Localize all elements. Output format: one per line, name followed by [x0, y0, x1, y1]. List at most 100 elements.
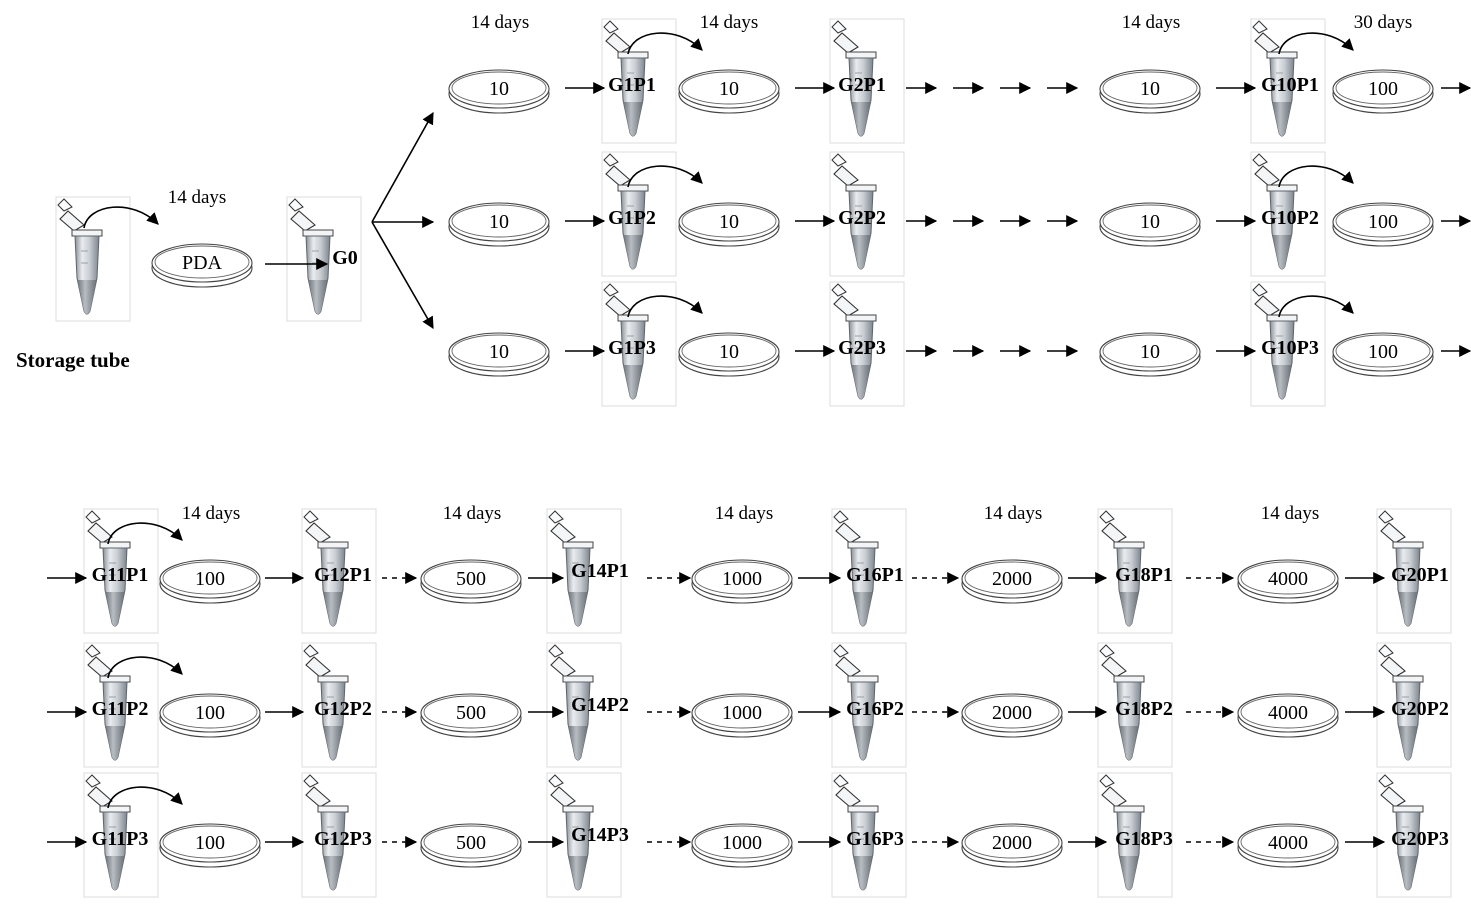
dish-label: 10	[489, 211, 509, 233]
tube-liquid	[1398, 592, 1418, 626]
dish-label: 1000	[722, 832, 762, 854]
tube-frame	[1376, 772, 1452, 898]
dish-lid	[1237, 559, 1339, 599]
tube-g14	[548, 774, 594, 891]
tube-rim	[617, 314, 649, 322]
dish-p1	[448, 332, 550, 377]
tube-liquid	[105, 592, 125, 626]
tube-rim	[1392, 675, 1424, 683]
tube-g12	[303, 774, 349, 891]
dish-lid	[1332, 202, 1434, 242]
dish-lid	[448, 69, 550, 109]
tube-lid	[833, 295, 859, 317]
tube-lid	[550, 522, 576, 544]
dish-1000	[691, 559, 793, 604]
curved-arrow-g10	[1278, 32, 1354, 55]
tube-label-g2: G2P3	[838, 337, 886, 359]
dish-rim	[451, 71, 547, 105]
tube-frame	[83, 772, 159, 898]
tube-rim	[99, 805, 131, 813]
tube-frame	[1376, 642, 1452, 768]
tube-frame	[83, 642, 159, 768]
tube-lid	[1254, 295, 1280, 317]
tube-g11	[85, 510, 131, 627]
dish-rim	[1240, 561, 1336, 595]
dish-lid	[159, 823, 261, 863]
tube-rim	[617, 184, 649, 192]
tube-lid-tab	[603, 153, 619, 167]
tube-frame	[301, 508, 377, 634]
dish-rim	[162, 695, 258, 729]
dish-rim	[1335, 71, 1431, 105]
dish-lid	[151, 243, 253, 283]
dish-lid	[420, 693, 522, 733]
dish-500	[420, 559, 522, 604]
tube-g2	[831, 20, 877, 137]
dish-label: 10	[719, 211, 739, 233]
dish-lid	[691, 693, 793, 733]
tube-rim	[847, 805, 879, 813]
tube-label-g16: G16P2	[846, 698, 904, 720]
tube-lid	[833, 165, 859, 187]
tube-liquid	[1272, 235, 1292, 269]
tube-lid-tab	[1378, 774, 1394, 788]
dish-lid	[159, 693, 261, 733]
dish-500	[420, 823, 522, 868]
tube-liquid	[1398, 856, 1418, 890]
tube-liquid	[853, 856, 873, 890]
dish-rim	[1240, 825, 1336, 859]
tube-lid-tab	[303, 510, 319, 524]
tube-lid-tab	[833, 774, 849, 788]
tube-lid	[605, 295, 631, 317]
tube-lid	[835, 786, 861, 808]
dish-label: 100	[1368, 211, 1398, 233]
tube-frame	[601, 18, 677, 144]
tube-liquid	[1119, 726, 1139, 760]
tube-lid-tab	[548, 510, 564, 524]
tube-g16	[833, 774, 879, 891]
tube-liquid	[77, 280, 97, 314]
dish-label: 10	[489, 78, 509, 100]
tube-rim	[845, 51, 877, 59]
tube-lid	[550, 786, 576, 808]
tube-lid-tab	[303, 644, 319, 658]
storage-tube-label: Storage tube	[16, 348, 130, 372]
dish-rim	[964, 825, 1060, 859]
tube-lid-tab	[831, 20, 847, 34]
tube-label-g16: G16P3	[846, 828, 904, 850]
dish-label: 500	[456, 832, 486, 854]
dish-4000	[1237, 823, 1339, 868]
tube-liquid	[851, 365, 871, 399]
fan-arrow-bottom	[371, 221, 434, 330]
dish-lid	[420, 559, 522, 599]
tube-label-g20: G20P3	[1391, 828, 1449, 850]
dish-label: 100	[195, 702, 225, 724]
dish-rim	[681, 71, 777, 105]
dish-p3	[1099, 69, 1201, 114]
tube-lid	[550, 656, 576, 678]
tube-lid-tab	[1378, 644, 1394, 658]
tube-g11	[85, 644, 131, 761]
tube-frame	[301, 642, 377, 768]
dish-label: 1000	[722, 702, 762, 724]
tube-label-g2: G2P2	[838, 207, 886, 229]
curved-arrow-g11	[107, 656, 183, 679]
dish-500	[420, 693, 522, 738]
dish-lid	[1237, 693, 1339, 733]
dish-rim	[694, 825, 790, 859]
tube-label-g1: G1P1	[608, 74, 656, 96]
tube-label-g10: G10P2	[1261, 207, 1319, 229]
tube-lid-tab	[1252, 283, 1268, 297]
dish-rim	[681, 334, 777, 368]
tube-rim	[1113, 541, 1145, 549]
tube-lid	[305, 786, 331, 808]
tube-rim	[302, 229, 334, 237]
tube-g12	[303, 510, 349, 627]
tube-frame	[1250, 151, 1326, 277]
tube-rim	[562, 675, 594, 683]
tube-liquid	[1272, 102, 1292, 136]
dish-lid	[961, 693, 1063, 733]
tube-rim	[1266, 314, 1298, 322]
dish-rim	[1335, 334, 1431, 368]
dish-lid	[691, 559, 793, 599]
